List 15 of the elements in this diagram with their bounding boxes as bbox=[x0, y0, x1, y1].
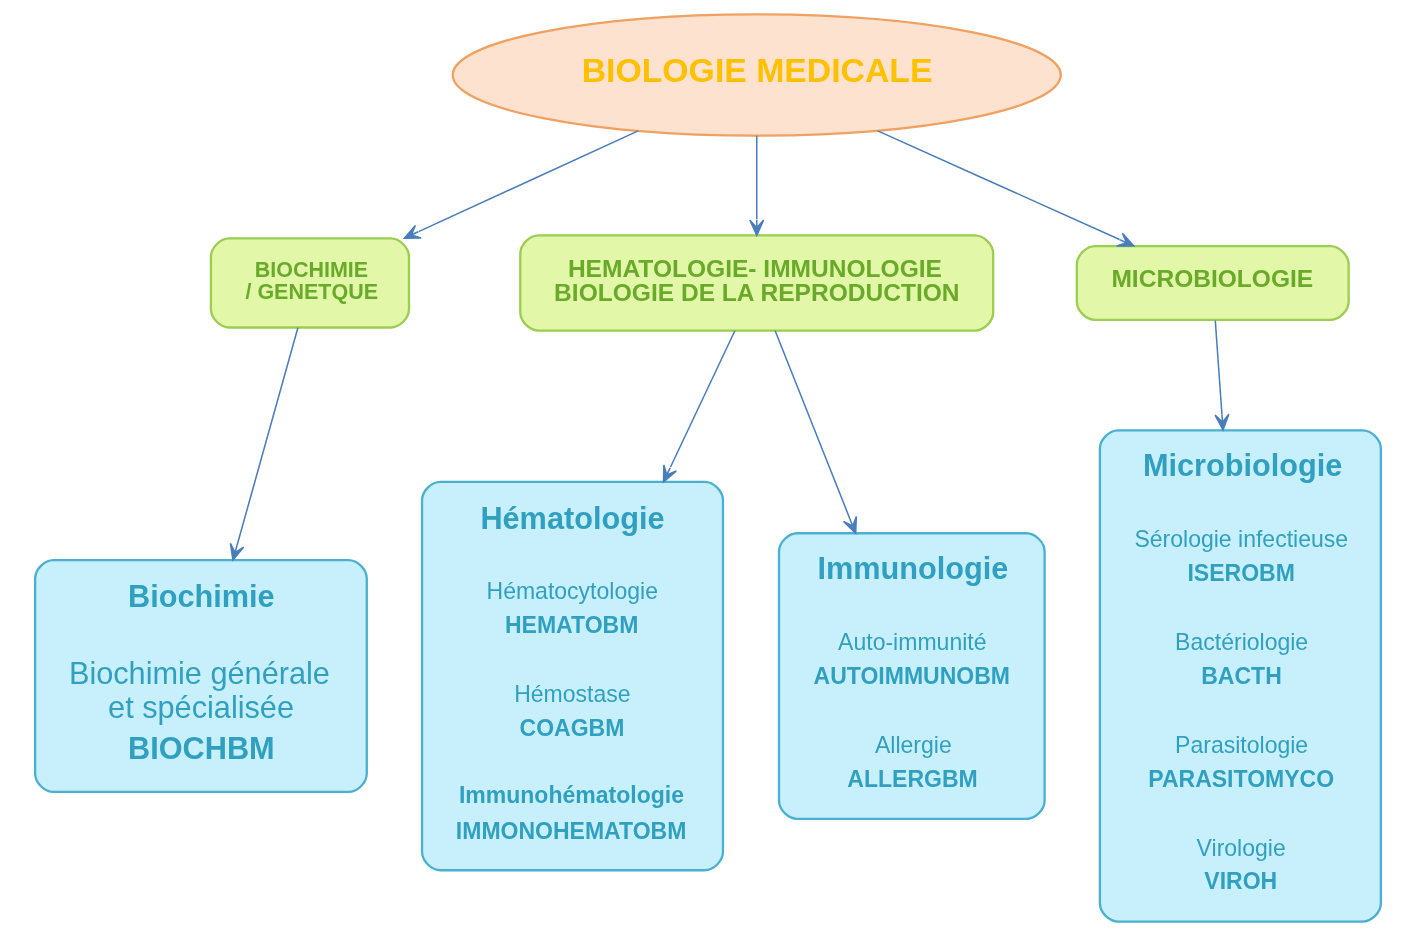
node-ellipse: BIOLOGIE MEDICALE bbox=[451, 13, 1062, 137]
arrow bbox=[773, 330, 857, 534]
node-box: Microbiologie Sérologie infectieuse ISEROBM Bactériologie BACTH Parasitologie PARASITOMYCO Virologie VIROH bbox=[1098, 429, 1382, 923]
arrow bbox=[662, 330, 736, 483]
node-box: BIOCHIMIE / GENETQUE bbox=[209, 237, 410, 329]
arrow bbox=[229, 327, 299, 561]
arrow bbox=[748, 135, 764, 237]
node-box: MICROBIOLOGIE bbox=[1075, 245, 1350, 321]
node-box: Immunologie Auto-immunité AUTOIMMUNOBM Allergie ALLERGBM bbox=[777, 532, 1046, 820]
arrow bbox=[1213, 319, 1230, 431]
arrow bbox=[403, 130, 639, 239]
node-box: HEMATOLOGIE- IMMUNOLOGIE BIOLOGIE DE LA REPRODUCTION bbox=[518, 234, 994, 332]
arrow bbox=[876, 130, 1134, 247]
node-box: Biochimie Biochimie générale et spécialisée BIOCHBM bbox=[33, 558, 368, 794]
node-box: Hématologie Hématocytologie HEMATOBM Hémostase COAGBM Immunohématologie IMMONOHEMATOBM bbox=[420, 480, 724, 872]
